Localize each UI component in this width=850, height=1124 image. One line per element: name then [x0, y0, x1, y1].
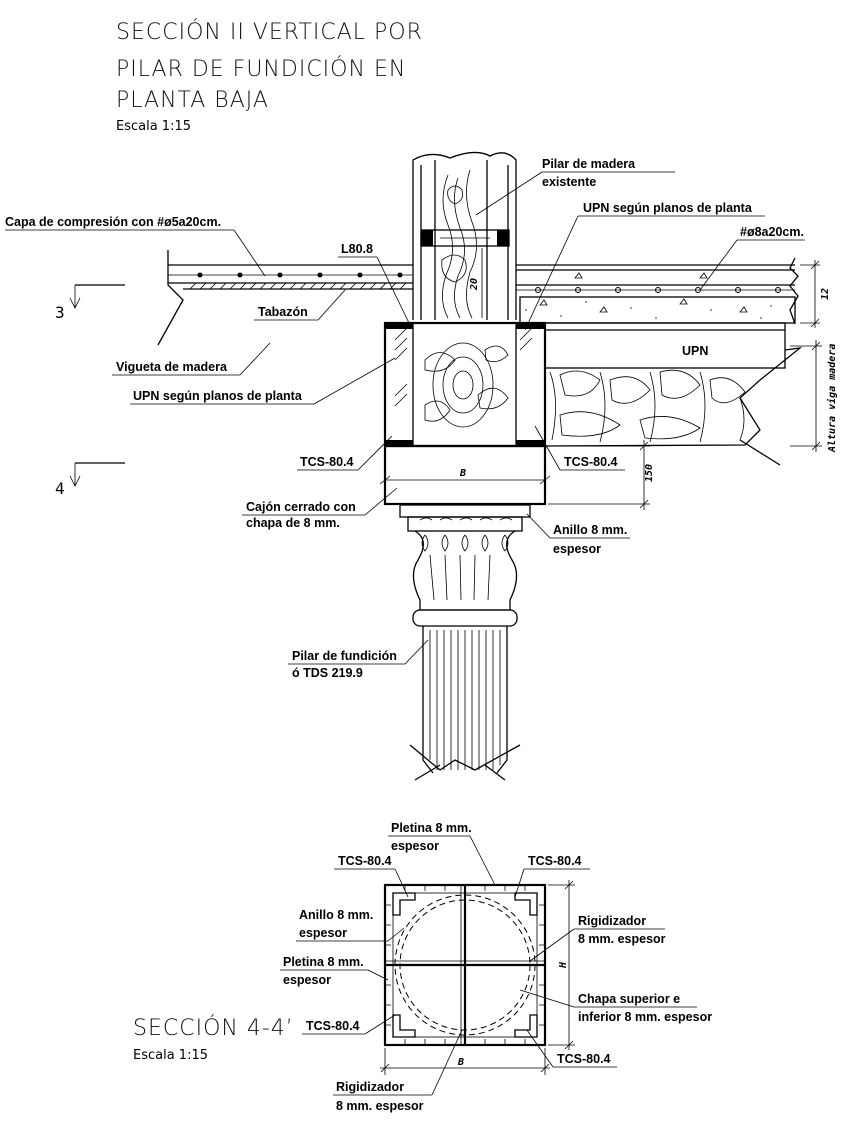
sec-label-tcs-tl: TCS-80.4	[338, 854, 392, 868]
cut-4-label: 4	[55, 479, 65, 498]
label-anillo-1: Anillo 8 mm.	[553, 523, 627, 537]
label-pilar-fund-1: Pilar de fundición	[292, 649, 397, 663]
sec-label-pletina-top-1: Pletina 8 mm.	[391, 821, 472, 835]
label-cajon-1: Cajón cerrado con	[246, 500, 356, 514]
upn-beam-right: UPN	[544, 322, 803, 466]
dim-h: H	[558, 961, 569, 969]
wood-pillar	[412, 151, 517, 320]
sec-label-pletina-top-2: espesor	[391, 839, 439, 853]
label-pilar-fund-2: ó TDS 219.9	[292, 666, 363, 680]
sec-label-anillo-1: Anillo 8 mm.	[299, 908, 373, 922]
label-vigueta: Vigueta de madera	[116, 360, 228, 374]
label-tcs-right: TCS-80.4	[564, 455, 618, 469]
cast-iron-column	[409, 626, 521, 781]
sec-label-rigid-bottom-2: 8 mm. espesor	[336, 1099, 424, 1113]
sec-label-chapa-2: inferior 8 mm. espesor	[578, 1010, 712, 1024]
cut-3-label: 3	[55, 303, 65, 322]
title-line-1: SECCIÓN II VERTICAL POR	[116, 20, 423, 45]
dim-12: 12	[820, 288, 831, 300]
cut-marker-4: 4	[55, 462, 125, 498]
sec-label-rigid-right-2: 8 mm. espesor	[578, 932, 666, 946]
sec-label-rigid-bottom-1: Rigidizador	[336, 1080, 404, 1094]
sec-label-tcs-bl: TCS-80.4	[306, 1019, 360, 1033]
title-line-3: PLANTA BAJA	[116, 88, 269, 113]
label-l80: L80.8	[341, 242, 373, 256]
label-upn-planos-top: UPN según planos de planta	[583, 201, 753, 215]
cast-iron-capital	[399, 504, 531, 627]
label-cajon-2: chapa de 8 mm.	[246, 516, 340, 530]
sec-label-anillo-2: espesor	[299, 926, 347, 940]
label-anillo-2: espesor	[553, 542, 601, 556]
sec-label-chapa-1: Chapa superior e	[578, 992, 680, 1006]
label-pilar-madera-2: existente	[542, 175, 596, 189]
upn-label: UPN	[682, 344, 708, 358]
label-tcs-left: TCS-80.4	[300, 455, 354, 469]
sec-label-rigid-right-1: Rigidizador	[578, 914, 646, 928]
label-upn-planos-left: UPN según planos de planta	[133, 389, 303, 403]
title-line-2: PILAR DE FUNDICIÓN EN	[116, 57, 407, 82]
cut-marker-3: 3	[55, 284, 125, 322]
dim-b-bottom: B	[457, 1057, 464, 1068]
altura-viga-label: Altura viga madera	[826, 344, 838, 453]
label-capa-compresion: Capa de compresión con #ø5a20cm.	[5, 215, 221, 229]
upn-block	[383, 321, 547, 448]
closed-box	[379, 444, 551, 506]
dim-b-top: B	[459, 468, 466, 479]
label-pilar-madera-1: Pilar de madera	[542, 157, 636, 171]
label-tabazon: Tabazón	[258, 305, 308, 319]
sec-label-tcs-tr: TCS-80.4	[528, 854, 582, 868]
sec-label-pletina-left-2: espesor	[283, 973, 331, 987]
section-4-4-plan	[383, 883, 547, 1047]
dim-150: 150	[644, 464, 655, 482]
title-scale: Escala 1:15	[116, 119, 192, 134]
label-malla-8: #ø8a20cm.	[740, 225, 804, 239]
dim-20: 20	[469, 278, 480, 291]
slab-left	[157, 250, 413, 346]
sec-label-pletina-left-1: Pletina 8 mm.	[283, 955, 364, 969]
slab-right	[516, 257, 799, 325]
section-4-4-title: SECCIÓN 4-4’	[133, 1016, 294, 1041]
sec-label-tcs-br: TCS-80.4	[557, 1052, 611, 1066]
section-4-4-scale: Escala 1:15	[133, 1048, 209, 1063]
